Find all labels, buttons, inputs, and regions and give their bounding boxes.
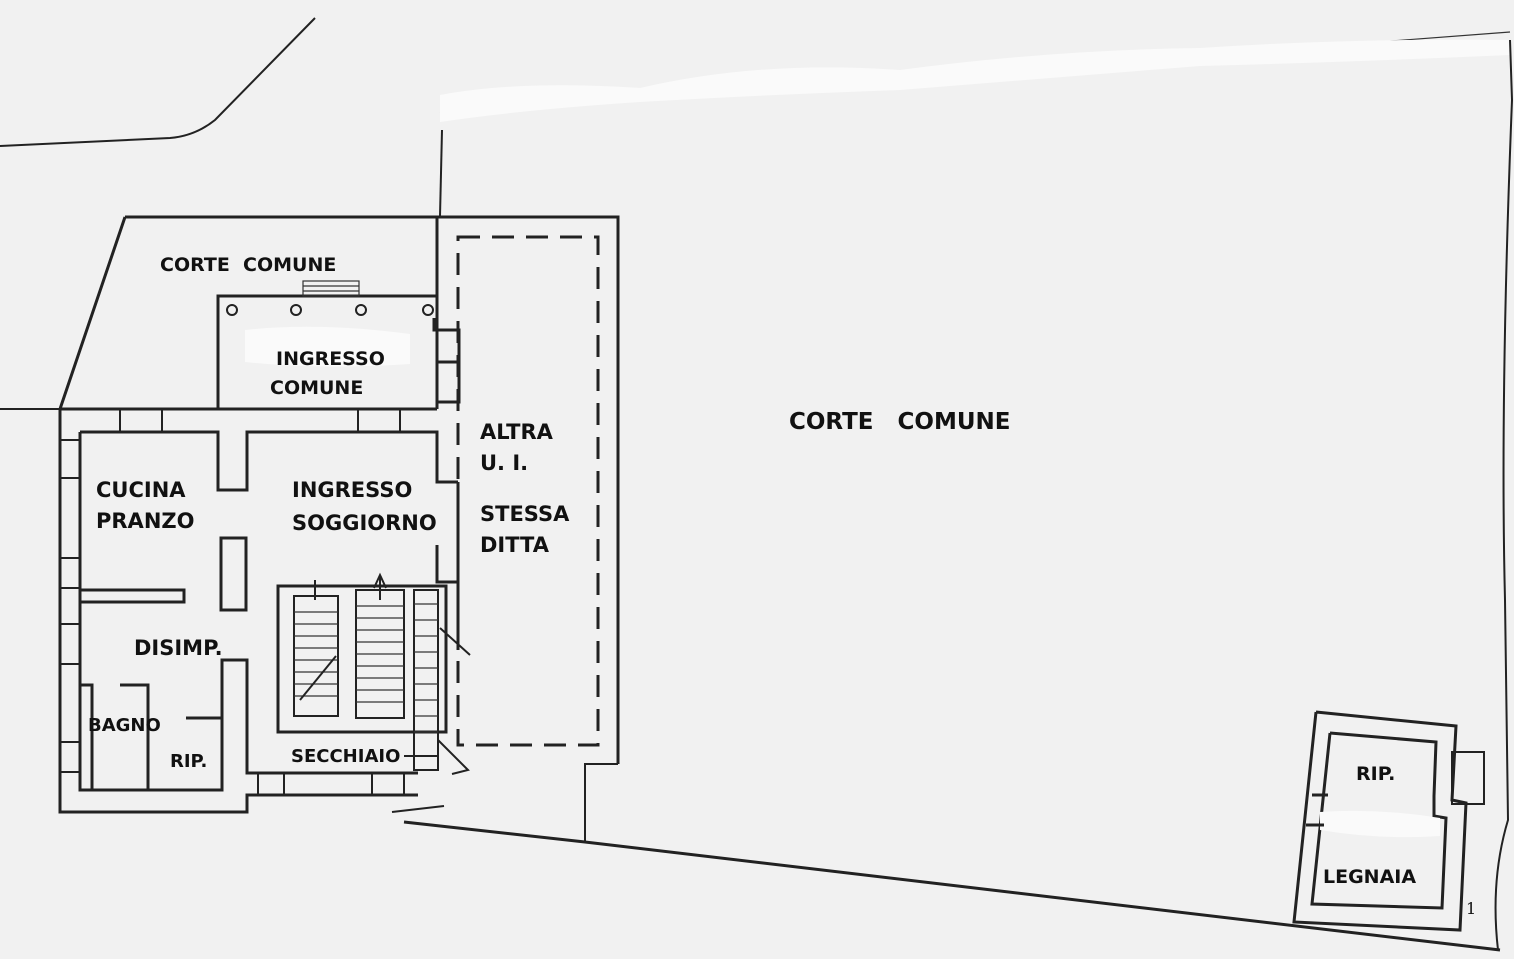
site-boundaries [0, 17, 1514, 952]
label-secchiaio: SECCHIAIO [291, 746, 400, 767]
outbuilding [1292, 710, 1485, 932]
interior-walls [80, 536, 248, 790]
label-corte-comune-right: CORTE COMUNE [789, 409, 1011, 435]
stairs [276, 572, 471, 775]
label-ingresso-comune-1: INGRESSO [276, 348, 385, 370]
page-number: 1 [1466, 899, 1476, 918]
label-pranzo: PRANZO [96, 509, 194, 533]
label-legnaia: LEGNAIA [1323, 866, 1416, 888]
windows [59, 408, 405, 796]
label-soggiorno: SOGGIORNO [292, 511, 437, 535]
label-ditta: DITTA [480, 533, 550, 557]
label-rip-main: RIP. [170, 751, 207, 772]
label-ui: U. I. [480, 451, 528, 475]
room-labels: CORTE COMUNE INGRESSO COMUNE CUCINA PRAN… [88, 254, 1476, 918]
label-rip-small: RIP. [1356, 763, 1395, 785]
label-bagno: BAGNO [88, 715, 161, 736]
label-cucina: CUCINA [96, 478, 186, 502]
label-corte-comune-top: CORTE COMUNE [160, 254, 336, 276]
label-altra: ALTRA [480, 420, 554, 444]
label-ingresso-comune-2: COMUNE [270, 377, 363, 399]
portico [216, 280, 461, 409]
other-unit-outline [456, 235, 600, 747]
label-ingresso: INGRESSO [292, 478, 412, 502]
label-stessa: STESSA [480, 502, 570, 526]
label-disimp: DISIMP. [134, 636, 223, 660]
